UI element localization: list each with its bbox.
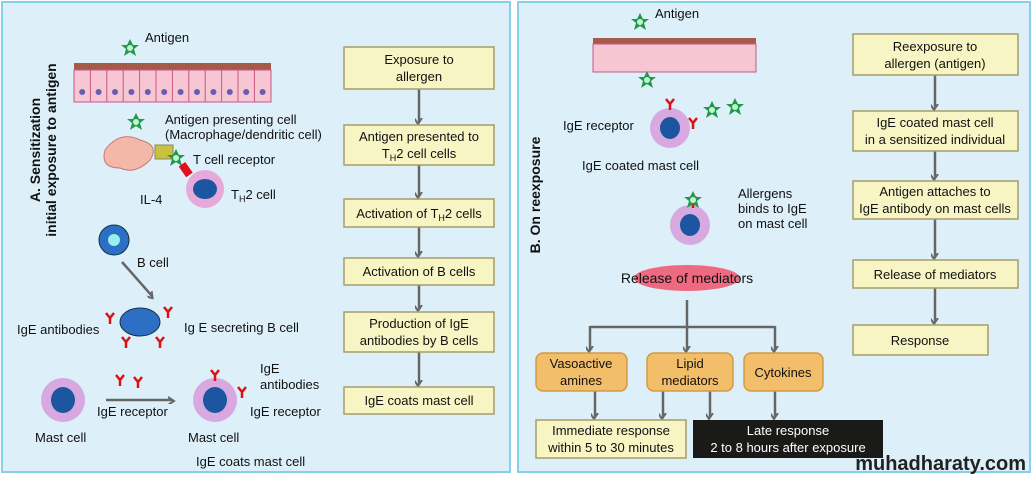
allergens-label-1: Allergens [738, 186, 793, 201]
b-cell-label: B cell [137, 255, 169, 270]
epithelium-icon [73, 63, 272, 103]
svg-text:Activation of B cells: Activation of B cells [363, 264, 476, 279]
svg-text:in a sensitized individual: in a sensitized individual [865, 132, 1005, 147]
panel-a-title-line2: initial exposure to antigen [43, 63, 59, 236]
ige-receptor-label-b: IgE receptor [563, 118, 634, 133]
ige-secreting-label: Ig E secreting B cell [184, 320, 299, 335]
flow-box-activation-th2: Activation of TH2 cells [343, 198, 495, 228]
svg-text:Lipid: Lipid [676, 356, 703, 371]
flowchart-a: Exposure to allergen Antigen presented to… [343, 46, 495, 415]
nucleus-icon [144, 89, 151, 95]
ige-coated-label-b: IgE coated mast cell [582, 158, 699, 173]
panel-a-title-line1: A. Sensitization [27, 98, 43, 202]
svg-text:TH2 cell cells: TH2 cell cells [382, 146, 457, 163]
svg-text:Exposure to: Exposure to [384, 52, 453, 67]
ige-antibodies-label-2b: antibodies [260, 377, 320, 392]
flow-box-reexposure: Reexposure to allergen (antigen) [852, 33, 1019, 76]
flow-box-release: Release of mediators [852, 259, 1019, 289]
nucleus-icon [194, 89, 200, 95]
mediator-vasoactive-amines: Vasoactive amines [535, 352, 628, 392]
nucleus-icon [95, 89, 102, 95]
caption: IgE coats mast cell [196, 454, 305, 469]
antigen-label-b: Antigen [655, 6, 699, 21]
t-cell-receptor-icon [178, 161, 193, 178]
ige-receptor-label-2: IgE receptor [250, 404, 321, 419]
ige-antibodies-label: IgE antibodies [17, 322, 100, 337]
flow-box-production-ige: Production of IgE antibodies by B cells [343, 311, 495, 353]
svg-text:Immediate response: Immediate response [552, 423, 670, 438]
flow-box-antigen-presented: Antigen presented to TH2 cell cells [343, 124, 495, 166]
svg-text:2 to 8 hours after exposure: 2 to 8 hours after exposure [710, 440, 865, 455]
immediate-response-box: Immediate response within 5 to 30 minutes [535, 419, 687, 459]
late-response-box: Late response 2 to 8 hours after exposure [693, 420, 883, 458]
nucleus-icon [161, 89, 168, 95]
svg-text:within 5 to 30 minutes: within 5 to 30 minutes [547, 440, 674, 455]
mediator-cytokines: Cytokines [743, 352, 824, 392]
panel-b-title: B. On reexposure [527, 136, 543, 253]
svg-text:Vasoactive: Vasoactive [550, 356, 613, 371]
svg-text:Cytokines: Cytokines [754, 365, 812, 380]
ige-receptor-label-1: IgE receptor [97, 404, 168, 419]
svg-text:Release of mediators: Release of mediators [874, 267, 997, 282]
tcr-label: T cell receptor [193, 152, 276, 167]
ige-secreting-b-cell-icon [119, 307, 161, 337]
ige-antibodies-label-2: IgE [260, 361, 280, 376]
flow-box-ige-coated: IgE coated mast cell in a sensitized indi… [852, 110, 1019, 152]
svg-text:Antigen attaches to: Antigen attaches to [879, 184, 990, 199]
nucleus-icon [79, 89, 86, 95]
th2-label: TH2 cell [231, 187, 276, 204]
svg-text:allergen (antigen): allergen (antigen) [884, 56, 985, 71]
svg-text:IgE coats mast cell: IgE coats mast cell [364, 393, 473, 408]
nucleus-icon [259, 89, 266, 95]
nucleus-icon [112, 89, 118, 95]
apc-label-2: (Macrophage/dendritic cell) [165, 127, 322, 142]
svg-text:Production of IgE: Production of IgE [369, 316, 469, 331]
flow-box-response: Response [852, 324, 989, 356]
flow-box-activation-b: Activation of B cells [343, 257, 495, 286]
il4-label: IL-4 [140, 192, 162, 207]
flow-box-antigen-attaches: Antigen attaches to IgE antibody on mast … [852, 180, 1019, 220]
release-label: Release of mediators [621, 270, 753, 286]
nucleus-icon [210, 89, 217, 95]
nucleus-icon [226, 89, 233, 95]
antigen-presenting-cell-icon [103, 136, 154, 171]
svg-text:Antigen presented to: Antigen presented to [359, 129, 479, 144]
mast-cell-label-1: Mast cell [35, 430, 86, 445]
nucleus-icon [177, 89, 184, 95]
panel-a-title: A. Sensitization initial exposure to ant… [27, 63, 59, 236]
svg-text:mediators: mediators [661, 373, 719, 388]
apc-label-1: Antigen presenting cell [165, 112, 297, 127]
nucleus-icon [128, 89, 135, 95]
svg-text:Activation of TH2 cells: Activation of TH2 cells [356, 206, 482, 223]
watermark: muhadharaty.com [855, 453, 1026, 475]
allergens-label-2: binds to IgE [738, 201, 807, 216]
flow-box-exposure: Exposure to allergen [343, 46, 495, 90]
svg-text:antibodies by B cells: antibodies by B cells [360, 333, 479, 348]
mediator-lipid: Lipid mediators [646, 352, 734, 392]
allergens-label-3: on mast cell [738, 216, 807, 231]
mediators-cloud-icon [634, 265, 740, 291]
mast-cell-label-2: Mast cell [188, 430, 239, 445]
svg-text:Reexposure to: Reexposure to [893, 39, 978, 54]
flow-box-ige-coats: IgE coats mast cell [343, 386, 495, 415]
svg-text:allergen: allergen [396, 69, 442, 84]
svg-text:Response: Response [891, 333, 950, 348]
svg-text:Late response: Late response [747, 423, 829, 438]
flowchart-b: Reexposure to allergen (antigen) IgE coat… [852, 33, 1019, 356]
mediator-branches [590, 300, 775, 417]
svg-text:IgE antibody on mast cells: IgE antibody on mast cells [859, 201, 1011, 216]
epithelium-icon-b [592, 38, 757, 73]
svg-text:IgE coated mast cell: IgE coated mast cell [876, 115, 993, 130]
nucleus-icon [243, 89, 250, 95]
svg-text:amines: amines [560, 373, 602, 388]
antigen-label: Antigen [145, 30, 189, 45]
